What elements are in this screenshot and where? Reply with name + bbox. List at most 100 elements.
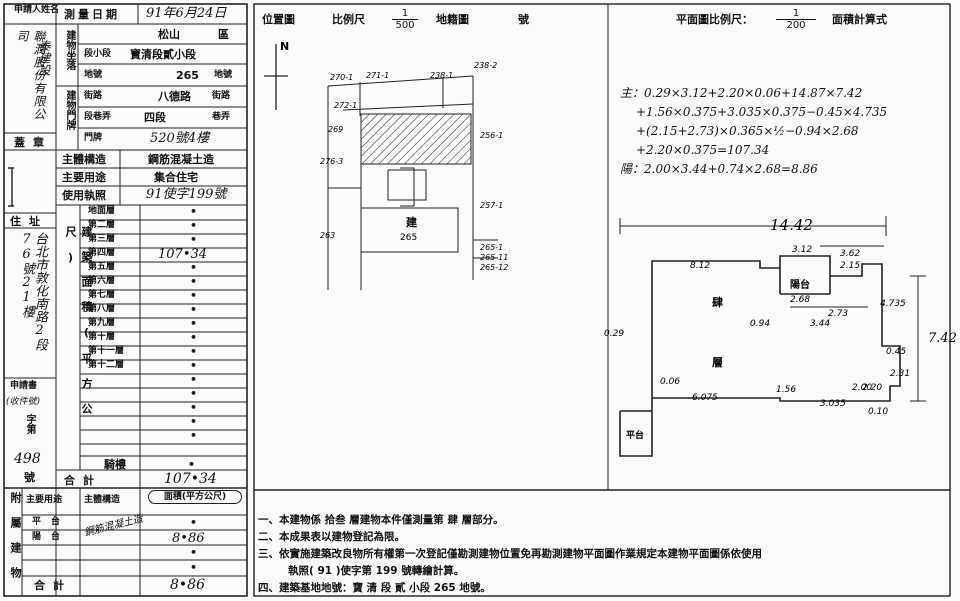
- area-formula: 主：0.29×3.12+2.20×0.06+14.87×7.42+1.56×0.…: [620, 84, 887, 179]
- plan-scale-label: 平面圖比例尺：: [676, 13, 753, 26]
- scale-fraction: 1 500: [392, 8, 418, 31]
- floor-row-name: 第四層: [88, 248, 116, 258]
- floor-row-name: 第六層: [88, 276, 116, 286]
- total-height-label: 7.42: [928, 331, 957, 346]
- floor-plan: 14.42 7.42 肆 層 陽台 平台 8.123.622.152.682.7…: [604, 216, 957, 457]
- floor-row-value: •: [190, 317, 198, 330]
- use-label: 主要用途: [62, 171, 106, 184]
- attached-row-area: •: [190, 561, 198, 574]
- plan-dim-label: 3.12: [792, 245, 812, 255]
- balcony-label: 騎樓: [104, 458, 126, 471]
- floor-row-value: •: [190, 345, 198, 358]
- doorplate-label: 門牌: [84, 133, 103, 143]
- building-label: 建: [406, 215, 418, 229]
- lot-label: 238-1: [430, 71, 453, 80]
- floor-row-name: 第二層: [88, 220, 116, 230]
- plan-dim-label: 2.68: [790, 295, 810, 305]
- form-grid: [3, 3, 248, 597]
- district-label: 區: [218, 28, 229, 41]
- attached-col-use: 主要用途: [26, 495, 63, 505]
- lot-suffix: 地號: [214, 70, 233, 80]
- lane-value: 四段: [144, 111, 166, 124]
- floor-row-name: 第十一層: [88, 346, 125, 356]
- floor-row-value: •: [190, 261, 198, 274]
- floor-group-label: 建築面積(平方公尺): [64, 226, 93, 428]
- note-line: 三、依實施建築改良物所有權第一次登記僅勘測建物位置免再勘測建物平面圖作業規定本建…: [258, 548, 762, 560]
- lot-label: 263: [320, 231, 335, 240]
- formula-line: 陽：2.00×3.44+0.74×2.68=8.86: [620, 162, 818, 176]
- lot-label: 276-3: [320, 157, 343, 166]
- floor-row-name: 第九層: [88, 318, 116, 328]
- plan-dim-label: 3.035: [820, 399, 846, 409]
- floor-title-b: 層: [712, 356, 723, 369]
- right-frame: [253, 3, 951, 597]
- no-label: 號: [518, 13, 529, 26]
- floor-row-name: 第七層: [88, 290, 116, 300]
- plan-dims: 8.123.622.152.682.734.7350.452.312.200.1…: [604, 245, 910, 417]
- plan-dim-label: 0.45: [886, 347, 906, 357]
- plan-dim-label: 0.29: [604, 329, 624, 339]
- location-label: 位置圖: [262, 13, 295, 26]
- attached-col-struct: 主體構造: [84, 495, 121, 505]
- plan-dim-label: 1.56: [776, 385, 796, 395]
- plan-scale-num: 1: [776, 8, 816, 20]
- attached-row-use: 陽台: [32, 532, 71, 542]
- lot-label: 256-1: [480, 131, 503, 140]
- note-line: 一、本建物係 拾叁 層建物本件僅測量第 肆 層部分。: [258, 514, 504, 526]
- address-label: 住址: [10, 215, 48, 228]
- attached-row-area: 8•86: [172, 531, 205, 546]
- plan-dim-label: 2.20: [862, 383, 882, 393]
- lane-label: 段巷弄: [84, 112, 112, 122]
- seal-label: 蓋章: [14, 136, 52, 149]
- floor-row-value: •: [190, 303, 198, 316]
- attached-group-label: 附屬建物: [9, 492, 22, 592]
- side-plan-label: 平台: [626, 429, 644, 441]
- plan-dim-label: 3.62: [840, 249, 860, 259]
- attached-row-area: •: [190, 516, 198, 529]
- attached-col-area: 面積(平方公尺): [148, 490, 242, 504]
- floor-row-value: •: [190, 331, 198, 344]
- attached-total-value: 8•86: [170, 577, 205, 593]
- applicant-name: 聯潤股份有限公司: [15, 30, 46, 121]
- date-label: 測量日期: [64, 8, 120, 21]
- floor-row-value: •: [190, 401, 198, 414]
- plan-dim-label: 4.735: [880, 299, 906, 309]
- applicant-name-label: 申請人姓名: [14, 5, 60, 15]
- notes: 一、本建物係 拾叁 層建物本件僅測量第 肆 層部分。二、本成果表以建物登記為限。…: [258, 512, 762, 597]
- plan-dim-label: 2.15: [840, 261, 860, 271]
- street-value: 八德路: [158, 90, 191, 103]
- lot-label: 238-2: [474, 61, 497, 70]
- address-value: 台北市敦化南路2段76號21樓: [19, 232, 47, 351]
- lot-label: 270-1: [330, 73, 353, 82]
- cadastral-label: 地籍圖: [436, 13, 469, 26]
- applicant-name-right: 泰建設: [37, 40, 51, 76]
- floor-row-value: •: [190, 289, 198, 302]
- note-line: 執照( 91 )使字第 199 號轉繪計算。: [288, 565, 465, 577]
- app-doc-hao: 號: [24, 471, 35, 484]
- floor-row-name: 第十二層: [88, 360, 125, 370]
- formula-line: 主：0.29×3.12+2.20×0.06+14.87×7.42: [620, 86, 863, 100]
- floor-row-value: •: [190, 359, 198, 372]
- structure-value: 鋼筋混凝土造: [148, 153, 214, 166]
- plan-dim-label: 0.06: [660, 377, 680, 387]
- floor-row-value: •: [190, 275, 198, 288]
- floor-row-value: •: [190, 233, 198, 246]
- loc-group-label: 建物坐落: [64, 30, 75, 70]
- floor-row-value: •: [190, 219, 198, 232]
- app-doc-label: 申請書: [10, 381, 38, 391]
- floor-row-value: •: [190, 415, 198, 428]
- plan-dim-label: 2.31: [890, 369, 910, 379]
- balcony-plan-label: 陽台: [790, 278, 810, 291]
- plan-dim-label: 6.075: [692, 393, 718, 403]
- floor-row-value: •: [190, 205, 198, 218]
- section-value: 寶清段貳小段: [130, 48, 196, 61]
- doorplate-value: 520號4樓: [150, 131, 210, 146]
- formula-line: +(2.15+2.73)×0.365×½−0.94×2.68: [636, 124, 859, 138]
- area-calc-label: 面積計算式: [832, 13, 887, 26]
- plan-dim-label: 0.94: [750, 319, 770, 329]
- attached-row-use: 平台: [32, 517, 71, 527]
- floor-row-value: •: [190, 387, 198, 400]
- north-label: N: [280, 40, 289, 53]
